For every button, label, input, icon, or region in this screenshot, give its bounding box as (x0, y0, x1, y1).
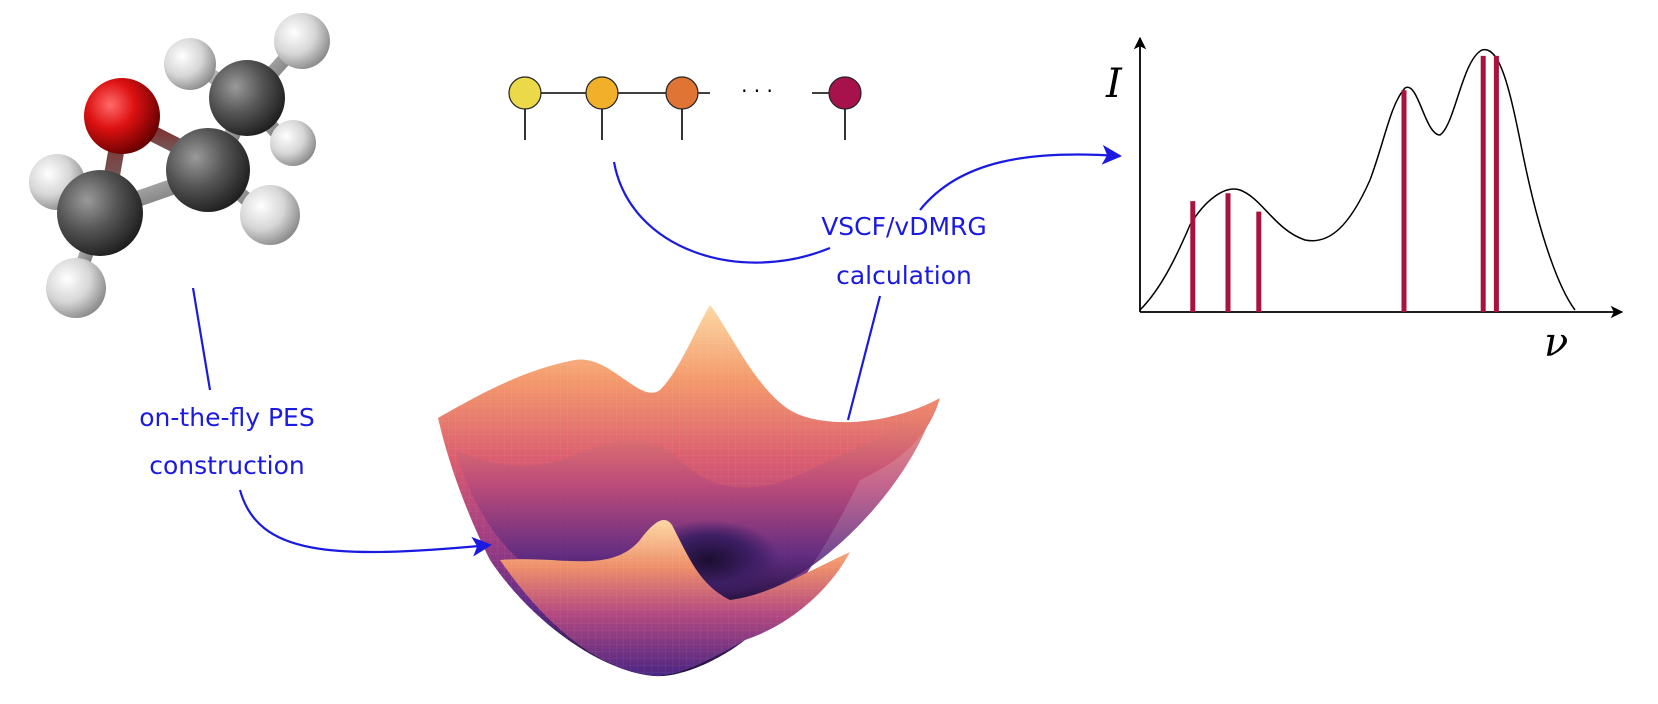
hydrogen-atom (164, 38, 216, 90)
hydrogen-atom (46, 258, 106, 318)
pes-construction-label-line2: construction (149, 451, 304, 480)
spectrum-envelope (1139, 49, 1576, 311)
oxygen-atom (84, 78, 160, 154)
mps-ellipsis: · · · (741, 79, 773, 103)
arrow-mps-to-calc (612, 161, 831, 264)
mps-site-2 (585, 76, 619, 110)
carbon-atom (209, 60, 285, 136)
carbon-atom (57, 170, 143, 256)
arrow-calc-to-spectrum (919, 144, 1122, 211)
mps-site-n (828, 76, 862, 110)
arrow-pes-to-calc (846, 295, 882, 421)
arrow-label-to-pes (238, 489, 492, 557)
workflow-arrows (191, 144, 1122, 557)
pes-construction-label-line1: on-the-fly PES (139, 403, 314, 432)
spectrum-plot: I ν (1105, 36, 1624, 366)
pes-front-mesh (500, 520, 850, 676)
calculation-label-line2: calculation (836, 261, 972, 290)
molecule-ball-and-stick (29, 13, 330, 318)
mps-site-3 (665, 76, 699, 110)
hydrogen-atom (270, 120, 316, 166)
spectrum-x-axis-label: ν (1544, 320, 1568, 366)
calculation-label-line1: VSCF/vDMRG (821, 212, 987, 241)
hydrogen-atom (274, 13, 330, 69)
carbon-atom (166, 128, 250, 212)
arrow-molecule-to-label (191, 287, 212, 391)
pes-surface (438, 305, 940, 677)
pes-inner-bowl (455, 405, 935, 606)
mps-tensor-chain: · · · (508, 76, 862, 140)
hydrogen-atom (240, 185, 300, 245)
mps-site-1 (508, 76, 542, 110)
spectrum-y-axis-label: I (1105, 61, 1123, 107)
